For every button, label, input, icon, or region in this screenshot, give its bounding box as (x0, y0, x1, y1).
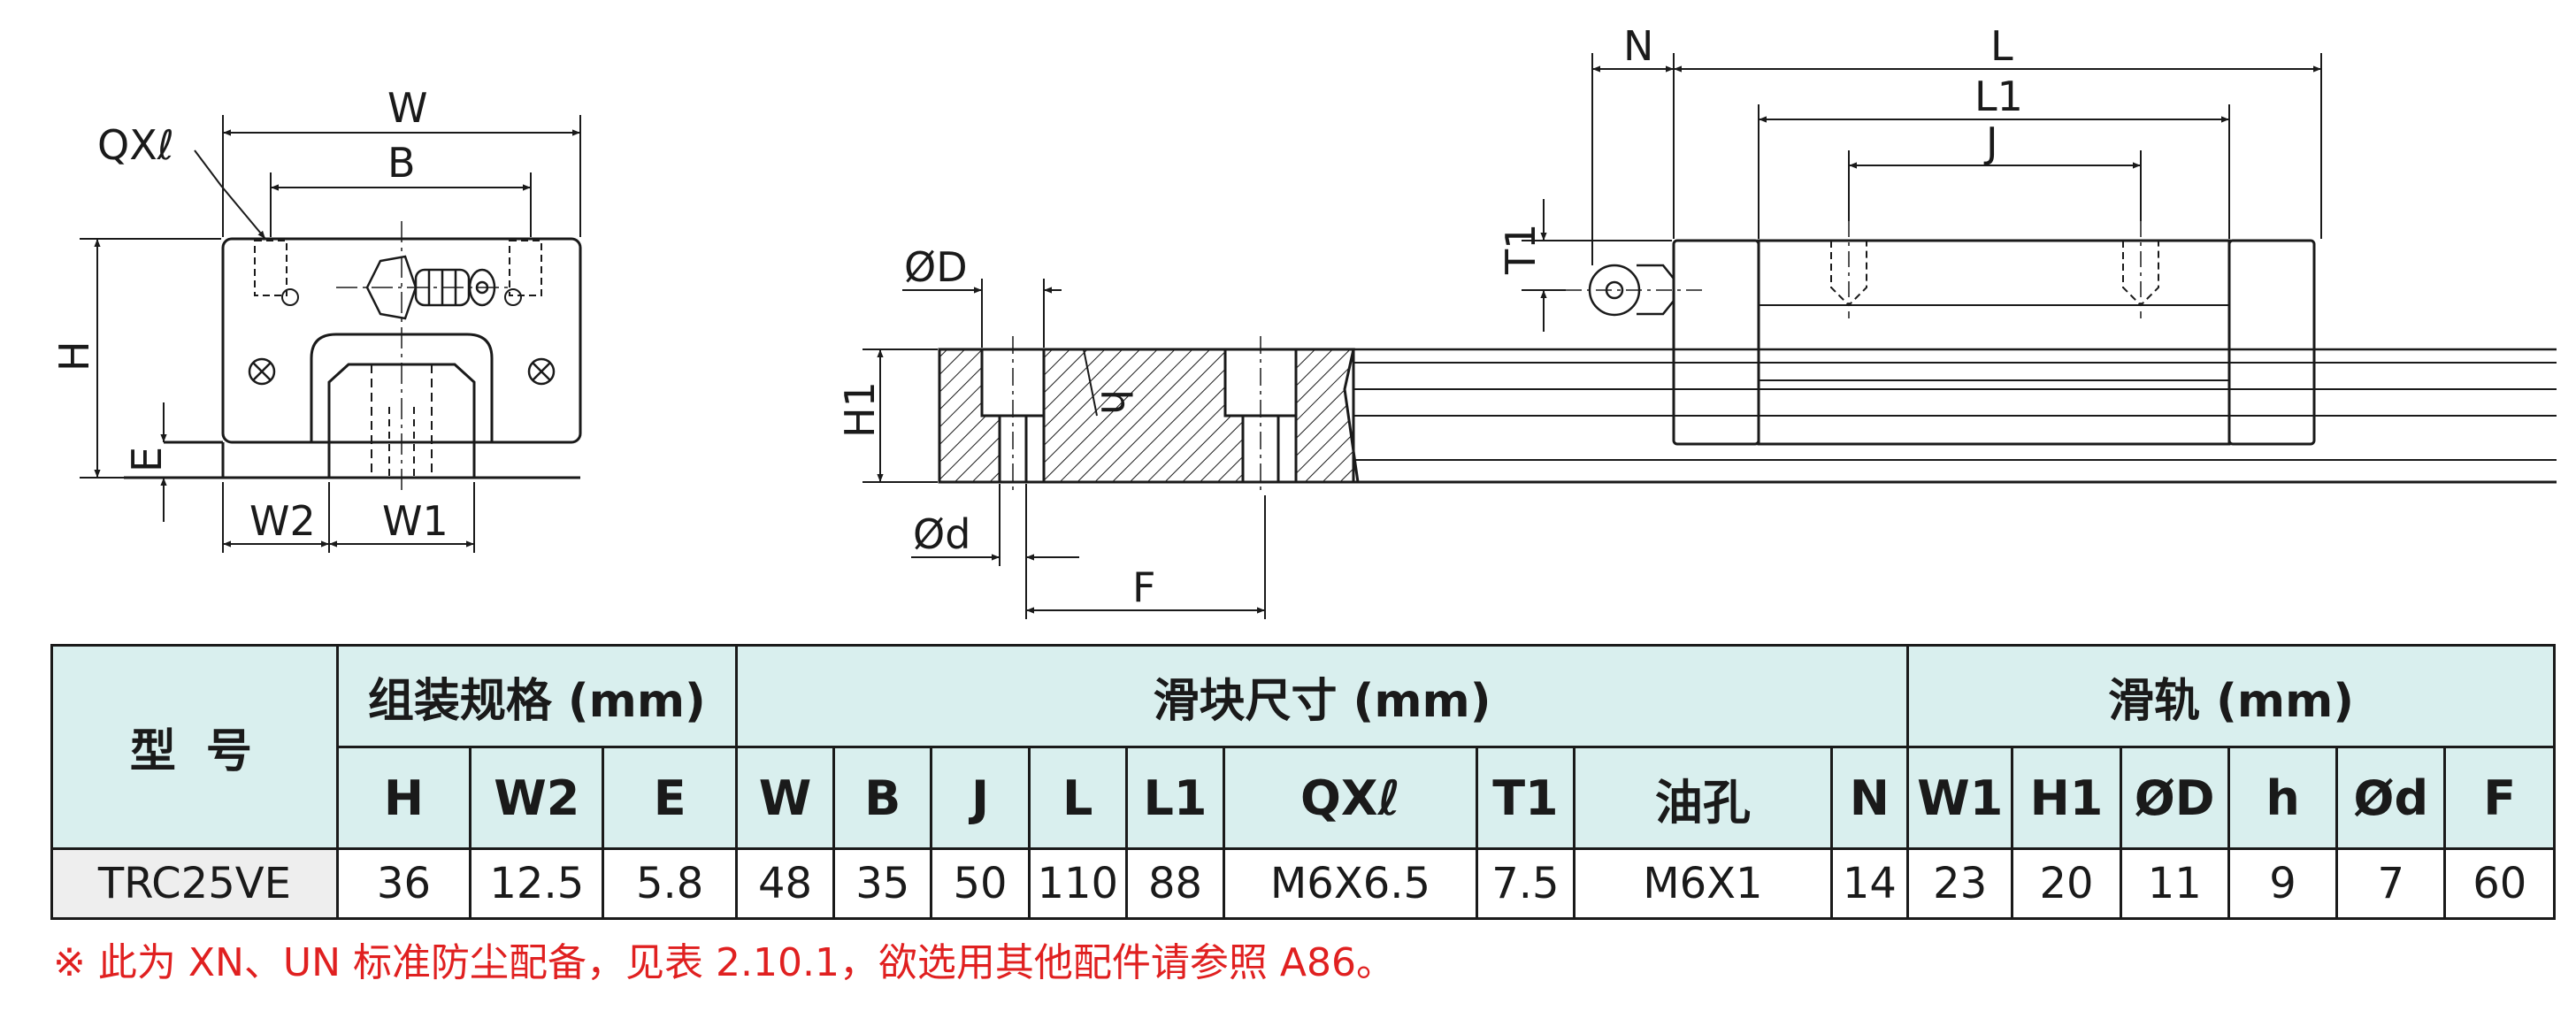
label-w1: W1 (382, 497, 448, 545)
label-w: W (387, 84, 427, 132)
model-header: 型 号 (50, 644, 339, 850)
table-cell: 48 (734, 847, 836, 920)
label-qxl: QXℓ (97, 121, 174, 169)
group-rail: 滑轨 (mm) (1906, 644, 2556, 748)
col-h: H (335, 746, 472, 850)
table-cell: 110 (1027, 847, 1128, 920)
label-od-small: Ød (913, 510, 970, 558)
col-h1: H1 (2011, 746, 2122, 850)
label-t1: T1 (1497, 224, 1545, 275)
side-view-labels: N L L1 J T1 (1497, 22, 2023, 275)
label-h: H (50, 341, 98, 371)
label-j: J (1983, 119, 1998, 166)
table-cell: 36 (335, 847, 472, 920)
group-header-row: 型 号 组装规格 (mm) 滑块尺寸 (mm) 滑轨 (mm) (50, 644, 2556, 850)
col-l: L (1027, 746, 1128, 850)
table-cell: 20 (2011, 847, 2122, 920)
label-b: B (387, 139, 416, 187)
spec-table: 型 号 组装规格 (mm) 滑块尺寸 (mm) 滑轨 (mm) H W2 E W… (50, 644, 2556, 920)
linear-guide-drawing: QXℓ W B H E W2 W1 (50, 22, 2557, 619)
table-cell: 60 (2443, 847, 2556, 920)
column-header-row: H W2 E W B J L L1 QXℓ T1 油孔 N W1 H1 ØD h… (52, 746, 2556, 850)
col-od-small: Ød (2335, 746, 2447, 850)
rail-section-labels: ØD Ød H1 h F (836, 243, 1155, 611)
front-view (80, 115, 582, 553)
table-cell: 7.5 (1475, 847, 1576, 920)
table-cell: 11 (2119, 847, 2230, 920)
col-qxl: QXℓ (1223, 746, 1478, 850)
table-cell: 35 (832, 847, 933, 920)
col-t1: T1 (1475, 746, 1576, 850)
col-j: J (930, 746, 1031, 850)
col-f: F (2443, 746, 2556, 850)
table-cell: 88 (1124, 847, 1226, 920)
label-l: L (1990, 22, 2013, 70)
label-n: N (1623, 22, 1653, 70)
col-oil-hole: 油孔 (1573, 746, 1833, 850)
col-od-big: ØD (2119, 746, 2230, 850)
col-w2: W2 (469, 746, 605, 850)
block-body (1757, 239, 2231, 446)
label-e: E (123, 447, 171, 472)
label-h1: H1 (836, 381, 884, 438)
table-cell: 12.5 (469, 847, 605, 920)
table-cell: 50 (930, 847, 1031, 920)
table-cell: M6X1 (1573, 847, 1833, 920)
table-row: TRC25VE 36 12.5 5.8 48 35 50 110 88 M6X6… (50, 847, 2556, 920)
footnote: ※ 此为 XN、UN 标准防尘配备，见表 2.10.1，欲选用其他配件请参照 A… (53, 940, 1396, 985)
table-cell: 7 (2335, 847, 2447, 920)
screw-icon-right (527, 357, 556, 386)
rail-section-view (862, 279, 2557, 619)
col-e: E (602, 746, 738, 850)
group-assembly: 组装规格 (mm) (335, 644, 738, 748)
table-cell: 5.8 (602, 847, 738, 920)
table-cell: 23 (1906, 847, 2014, 920)
col-l1: L1 (1124, 746, 1226, 850)
col-w1: W1 (1906, 746, 2014, 850)
col-n: N (1829, 746, 1910, 850)
side-view (1522, 53, 2322, 446)
end-seal-left (1672, 239, 1760, 446)
label-od-big: ØD (904, 243, 968, 291)
label-h-small: h (1092, 389, 1139, 415)
end-seal-right (2227, 239, 2316, 446)
col-w: W (734, 746, 836, 850)
table-cell: M6X6.5 (1223, 847, 1478, 920)
label-w2: W2 (249, 497, 316, 545)
label-f: F (1132, 563, 1155, 611)
col-h-small: h (2227, 746, 2339, 850)
model-cell: TRC25VE (50, 847, 339, 920)
table-cell: 9 (2227, 847, 2339, 920)
label-l1: L1 (1974, 73, 2023, 120)
table-cell: 14 (1829, 847, 1910, 920)
screw-icon-left (248, 357, 276, 386)
group-block: 滑块尺寸 (mm) (734, 644, 1910, 748)
front-view-labels: QXℓ W B H E W2 W1 (50, 84, 448, 545)
col-b: B (832, 746, 933, 850)
